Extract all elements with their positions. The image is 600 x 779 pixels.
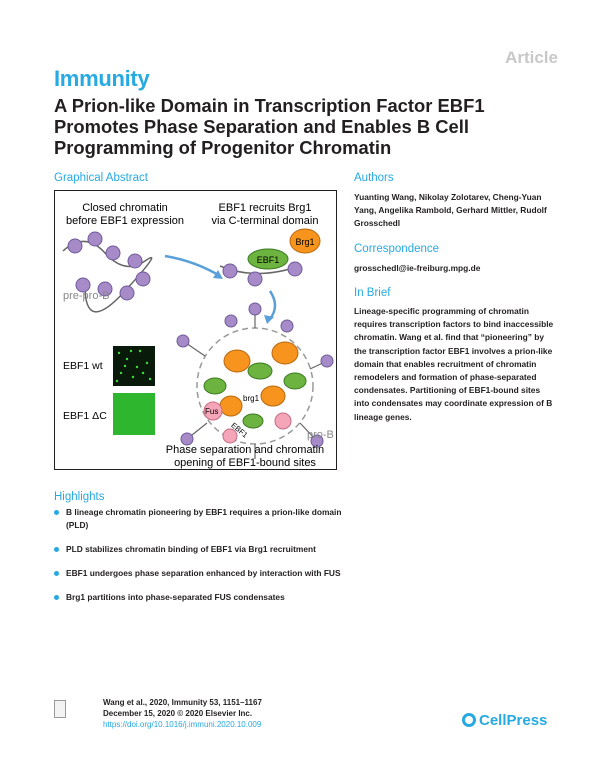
label-prepro: pre-pro-B bbox=[63, 290, 109, 302]
highlight-item: PLD stabilizes chromatin binding of EBF1… bbox=[54, 543, 354, 556]
citation-line-1: Wang et al., 2020, Immunity 53, 1151–116… bbox=[103, 698, 262, 707]
arrow-phase-head bbox=[264, 315, 274, 324]
cellpress-icon bbox=[462, 713, 476, 727]
label-ebf1-dc: EBF1 ΔC bbox=[63, 410, 107, 422]
label-closed-1: Closed chromatin bbox=[82, 202, 168, 214]
label-fus: Fus bbox=[205, 407, 218, 416]
closed-chromatin-fiber bbox=[62, 231, 153, 313]
label-phase-1: Phase separation and chromatin bbox=[166, 444, 324, 456]
label-ebf1-wt: EBF1 wt bbox=[63, 360, 103, 372]
label-brg1: Brg1 bbox=[295, 237, 314, 247]
graphical-abstract: Closed chromatin before EBF1 expression … bbox=[54, 190, 337, 470]
microscopy-wt-puncta bbox=[115, 349, 152, 383]
article-title: A Prion-like Domain in Transcription Fac… bbox=[54, 95, 485, 158]
in-brief-text: Lineage-specific programming of chromati… bbox=[354, 306, 554, 422]
graphical-abstract-figure: Closed chromatin before EBF1 expression … bbox=[62, 202, 334, 469]
article-tag: Article bbox=[505, 48, 558, 67]
arrow-phase bbox=[268, 290, 277, 320]
microscopy-dc bbox=[113, 393, 155, 435]
highlight-item: B lineage chromatin pioneering by EBF1 r… bbox=[54, 506, 354, 532]
journal-name: Immunity bbox=[54, 66, 150, 91]
label-ebf1: EBF1 bbox=[257, 255, 280, 265]
cellpress-logo: CellPress bbox=[462, 712, 547, 729]
doi-link[interactable]: https://doi.org/10.1016/j.immuni.2020.10… bbox=[103, 720, 262, 729]
label-recruits-1: EBF1 recruits Brg1 bbox=[219, 202, 312, 214]
label-recruits-2: via C-terminal domain bbox=[212, 215, 319, 227]
cellpress-label: CellPress bbox=[479, 712, 548, 729]
condensate: Fus brg1 EBF1 bbox=[176, 302, 334, 459]
correspondence-email[interactable]: grosschedl@ie-freiburg.mpg.de bbox=[354, 263, 481, 273]
arrow-recruit bbox=[164, 254, 221, 278]
citation: Wang et al., 2020, Immunity 53, 1151–116… bbox=[103, 697, 262, 730]
graphical-abstract-heading: Graphical Abstract bbox=[54, 172, 148, 184]
highlights-heading: Highlights bbox=[54, 491, 105, 503]
ebf1-brg1-complex: EBF1 Brg1 bbox=[219, 228, 321, 287]
highlight-item: EBF1 undergoes phase separation enhanced… bbox=[54, 567, 354, 580]
arrow-recruit-head bbox=[213, 270, 223, 279]
label-closed-2: before EBF1 expression bbox=[66, 215, 184, 227]
in-brief-heading: In Brief bbox=[354, 287, 391, 299]
citation-line-2: December 15, 2020 © 2020 Elsevier Inc. bbox=[103, 709, 253, 718]
correspondence-heading: Correspondence bbox=[354, 243, 440, 255]
authors-heading: Authors bbox=[354, 172, 394, 184]
elsevier-logo bbox=[54, 700, 66, 718]
highlight-item: Brg1 partitions into phase-separated FUS… bbox=[54, 591, 354, 604]
highlights-list: B lineage chromatin pioneering by EBF1 r… bbox=[54, 506, 354, 615]
label-prob: pro-B bbox=[307, 429, 334, 441]
authors-list: Yuanting Wang, Nikolay Zolotarev, Cheng-… bbox=[354, 192, 547, 229]
label-brg1-inner: brg1 bbox=[243, 394, 260, 403]
label-phase-2: opening of EBF1-bound sites bbox=[174, 457, 316, 469]
